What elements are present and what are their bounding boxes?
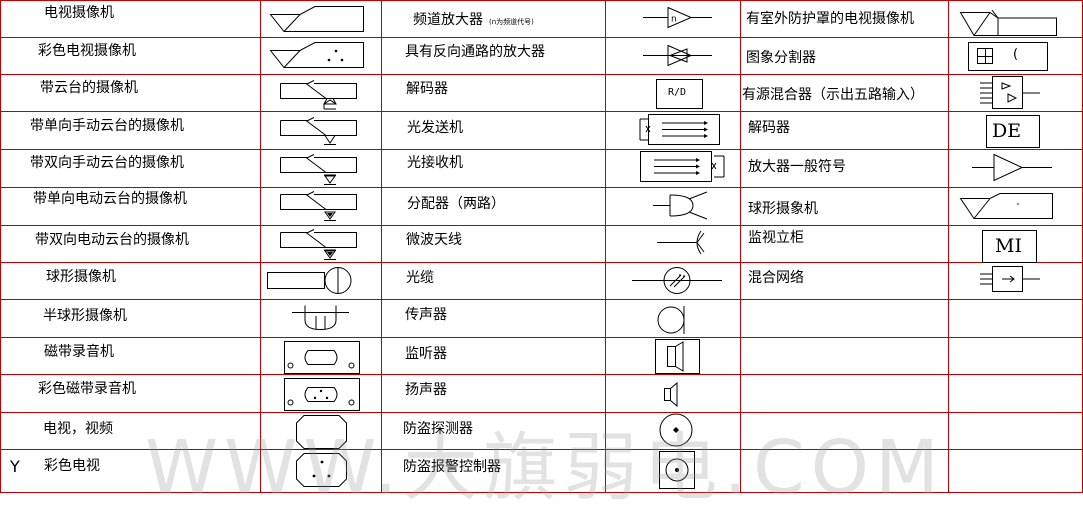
label-alarm-controller: 防盗报警控制器: [403, 459, 501, 475]
label-channel-amplifier: 频道放大器(n为频道代号): [413, 12, 534, 28]
outdoor-housing-camera-icon: [959, 8, 1058, 36]
quad-grid-icon: [977, 48, 993, 64]
label-half-dome-camera: 半球形摄像机: [43, 308, 127, 324]
camera-icon: [269, 6, 365, 32]
intrusion-detector-icon: [659, 413, 695, 449]
watermark: WWW.大旗弱电.COM: [145, 425, 945, 511]
grid-line: [0, 0, 1, 493]
monitor-cabinet-glyph: MI: [995, 235, 1022, 257]
label-decoder-de: 解码器: [748, 120, 790, 136]
grid-line: [605, 0, 606, 493]
label-tv-video: 电视，视频: [43, 421, 113, 437]
label-active-mixer: 有源混合器（示出五路输入）: [742, 87, 924, 103]
antenna-glyph: Y: [10, 457, 20, 476]
optical-transmitter-icon: [632, 114, 722, 146]
reverse-path-amplifier-icon: [643, 43, 713, 69]
monitor-cabinet-icon: MI: [982, 230, 1037, 263]
grid-line: [0, 449, 1083, 450]
image-splitter-icon: (: [968, 42, 1048, 71]
grid-line: [0, 374, 1083, 375]
decoder-icon: R/D: [656, 79, 703, 109]
label-tv-camera: 电视摄像机: [44, 5, 114, 21]
camera-manual-pan-icon: [280, 117, 360, 147]
active-mixer-icon: [980, 76, 1042, 110]
label-optical-receiver: 光接收机: [407, 155, 463, 171]
label-camera-pan-tilt: 带云台的摄像机: [40, 80, 138, 96]
grid-line: [0, 337, 1083, 338]
label-microwave-antenna: 微波天线: [406, 232, 462, 248]
label-splitter: 分配器（两路）: [407, 196, 505, 212]
label-dome-camera: 球形摄像机: [46, 269, 116, 285]
camera-manual-pan-tilt-icon: [280, 154, 360, 186]
label-optical-transmitter: 光发送机: [407, 120, 463, 136]
label-camera-manual-pan-tilt: 带双向手动云台的摄像机: [30, 155, 184, 171]
alarm-controller-icon: [659, 451, 697, 491]
color-camera-icon: [269, 42, 365, 68]
camera-pan-tilt-icon: [280, 80, 360, 110]
monitor-speaker-icon: [655, 339, 701, 375]
grid-line: [0, 299, 1083, 300]
grid-line: [0, 187, 1083, 188]
label-image-splitter: 图象分割器: [746, 50, 816, 66]
label-mixing-network: 混合网络: [748, 270, 804, 286]
label-loudspeaker: 扬声器: [405, 382, 447, 398]
grid-line: [260, 0, 261, 493]
color-tv-icon: [296, 453, 348, 487]
half-dome-camera-icon: [292, 302, 350, 332]
grid-line: [0, 0, 1083, 1]
tv-video-icon: [296, 415, 348, 449]
label-decoder: 解码器: [406, 81, 448, 97]
label-amplifier: 放大器一般符号: [748, 159, 846, 175]
label-color-tv: 彩色电视: [44, 458, 100, 474]
grid-line: [0, 412, 1083, 413]
decoder-de-icon: DE: [986, 115, 1040, 148]
loudspeaker-icon: [664, 380, 684, 410]
decoder-glyph: R/D: [668, 87, 687, 98]
grid-line: [0, 111, 1083, 112]
grid-line: [0, 74, 1083, 75]
label-color-tape-recorder: 彩色磁带录音机: [38, 381, 136, 397]
grid-line: [381, 0, 382, 493]
camera-motor-pan-icon: [280, 191, 360, 223]
mixing-network-icon: [980, 266, 1042, 294]
label-color-tv-camera: 彩色电视摄像机: [38, 43, 136, 59]
tape-recorder-icon: [284, 341, 362, 375]
color-tape-recorder-icon: [284, 378, 362, 412]
optical-receiver-icon: [632, 151, 728, 185]
label-intrusion-detector: 防盗探测器: [403, 421, 473, 437]
label-monitor-speaker: 监听器: [405, 346, 447, 362]
label-camera-motor-pan-tilt: 带双向电动云台的摄像机: [35, 232, 189, 248]
image-splitter-glyph: (: [1013, 47, 1019, 62]
grid-line: [0, 262, 1083, 263]
label-camera-motor-pan: 带单向电动云台的摄像机: [33, 191, 187, 207]
label-optical-cable: 光缆: [406, 270, 434, 286]
microwave-antenna-icon: [657, 229, 713, 255]
grid-line: [0, 225, 1083, 226]
camera-motor-pan-tilt-icon: [280, 229, 360, 261]
label-microphone: 传声器: [405, 307, 447, 323]
label-spherical-camera: 球形摄象机: [748, 201, 818, 217]
label-camera-manual-pan: 带单向手动云台的摄像机: [30, 118, 184, 134]
grid-line: [948, 0, 949, 493]
grid-line: [0, 37, 1083, 38]
label-reverse-amplifier: 具有反向通路的放大器: [405, 44, 545, 60]
spherical-camera-icon: [959, 193, 1058, 221]
svg-text:n: n: [671, 15, 677, 25]
microphone-icon: [656, 304, 690, 336]
label-monitor-cabinet: 监视立柜: [748, 230, 804, 246]
amplifier-icon: [972, 153, 1054, 183]
grid-line: [740, 0, 741, 493]
label-tape-recorder: 磁带录音机: [44, 344, 114, 360]
grid-line: [0, 149, 1083, 150]
decoder-de-glyph: DE: [992, 120, 1022, 142]
splitter-icon: [653, 191, 713, 221]
dome-camera-icon: [267, 266, 355, 296]
channel-amplifier-icon: n: [643, 5, 713, 31]
optical-cable-icon: [632, 266, 724, 296]
label-outdoor-camera: 有室外防护罩的电视摄像机: [746, 11, 914, 27]
